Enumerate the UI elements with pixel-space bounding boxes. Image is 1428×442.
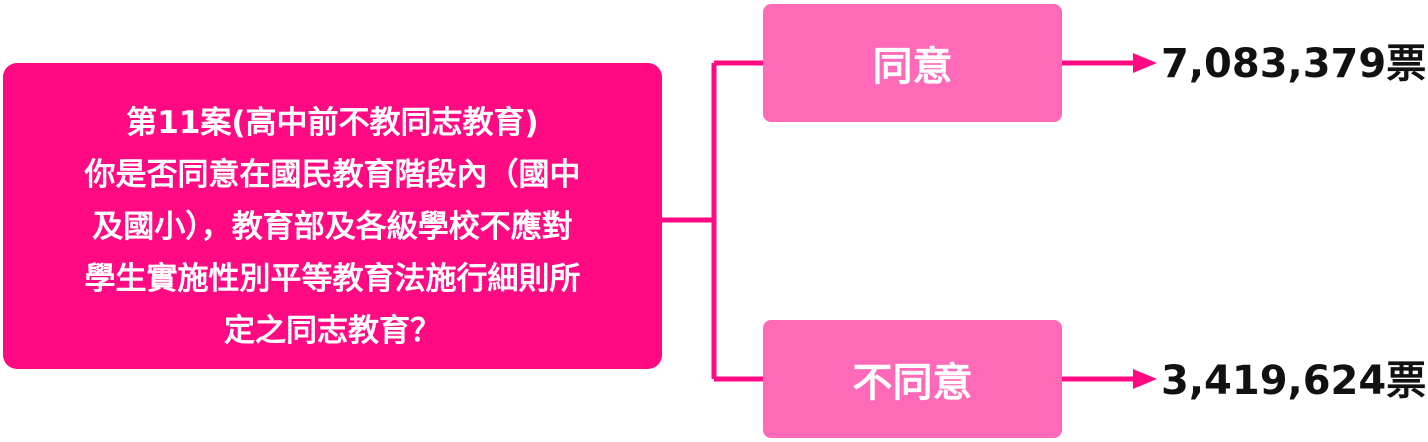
disagree-vote-count: 3,419,624票 [1161, 358, 1427, 404]
question-text-line: 你是否同意在國民教育階段內（國中 [84, 157, 581, 193]
question-box: 第11案(高中前不教同志教育) 你是否同意在國民教育階段內（國中 及國小），教育… [3, 63, 662, 369]
agree-option-box: 同意 [763, 4, 1062, 122]
disagree-arrowhead [1133, 369, 1157, 389]
question-text-line: 及國小），教育部及各級學校不應對 [92, 209, 573, 245]
question-title: 第11案(高中前不教同志教育) [126, 105, 539, 141]
branch-connector [662, 60, 763, 382]
question-text-line: 學生實施性別平等教育法施行細則所 [84, 261, 581, 297]
agree-option-label: 同意 [872, 44, 953, 90]
agree-vote-count: 7,083,379票 [1161, 41, 1427, 87]
disagree-option-label: 不同意 [852, 360, 973, 406]
agree-arrowhead [1133, 53, 1157, 73]
question-text-line: 定之同志教育？ [224, 313, 441, 349]
disagree-option-box: 不同意 [763, 320, 1062, 438]
